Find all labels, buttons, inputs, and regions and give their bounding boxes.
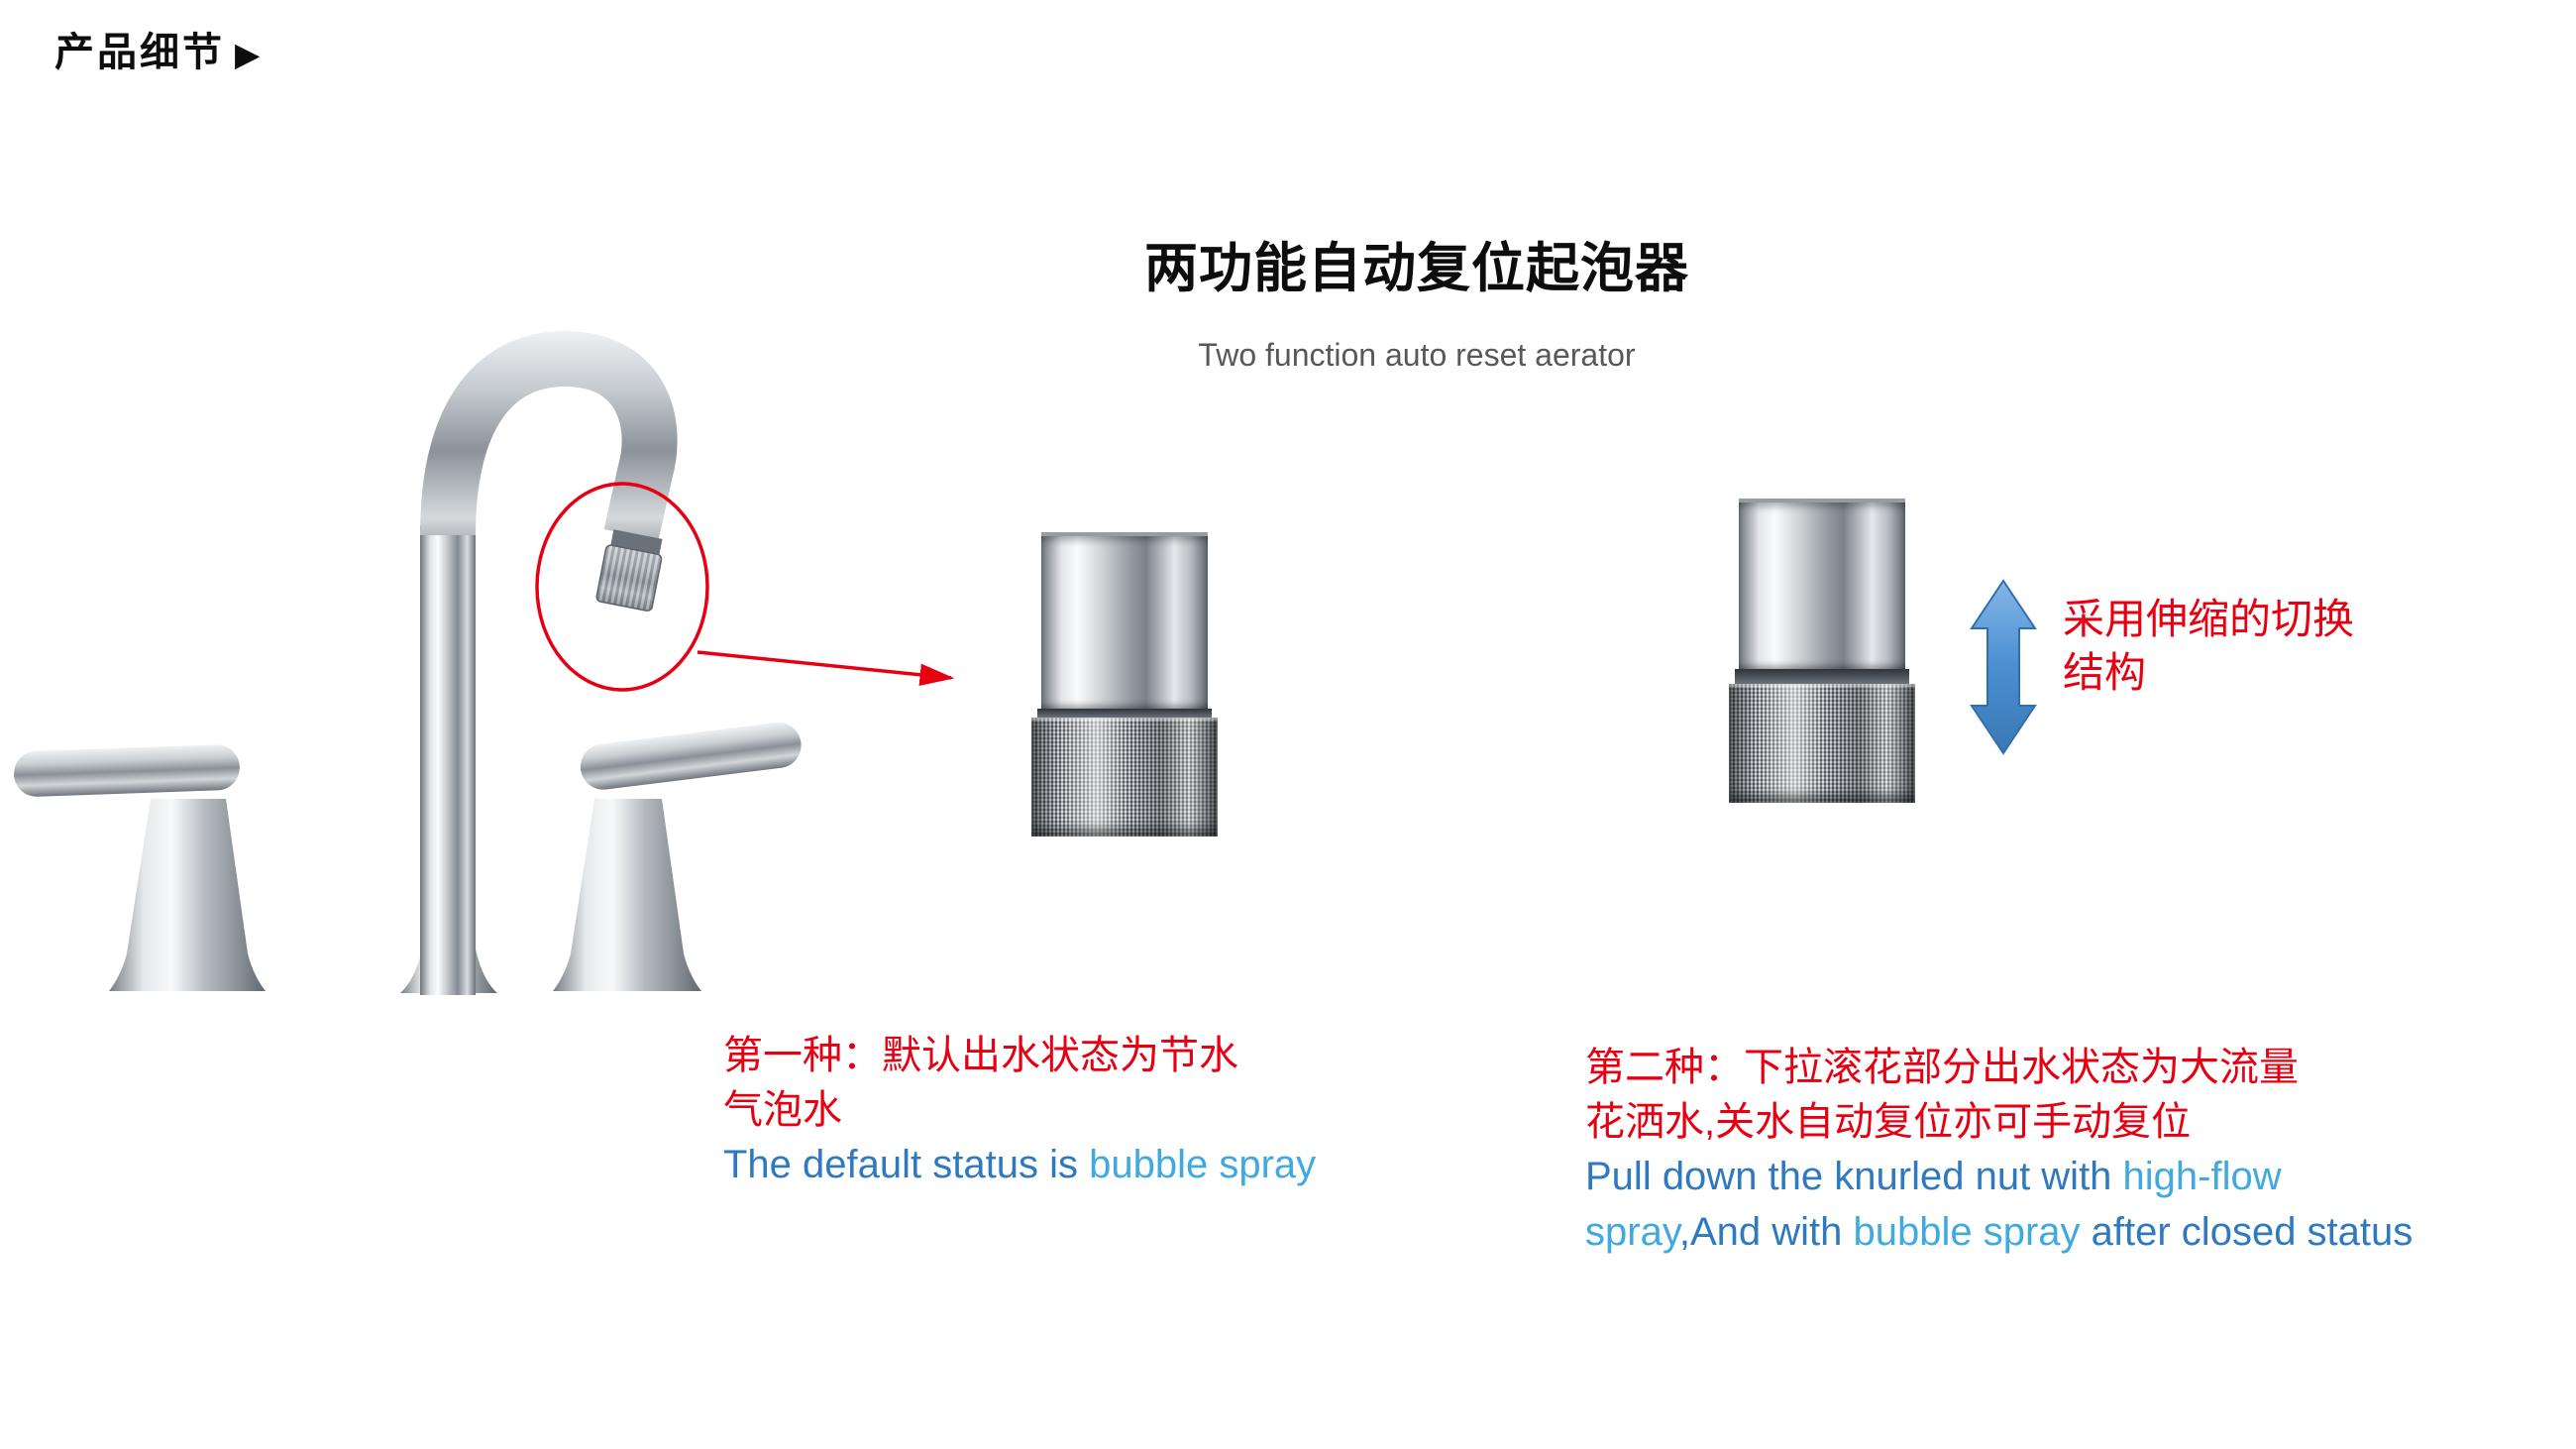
aerator-body [1739, 499, 1905, 669]
aerator-neck [1037, 709, 1212, 718]
aerator-knurled-nut [1729, 684, 1915, 803]
mode1-en-text: The default status is bubble spray [723, 1138, 1357, 1192]
spout-aerator-tip [595, 529, 663, 612]
red-arrow-annotation [697, 650, 955, 686]
aerator-knurled-nut [1031, 718, 1218, 836]
product-title-zh: 两功能自动复位起泡器 [1144, 239, 1689, 298]
red-circle-annotation [535, 482, 709, 692]
mode2-en-text: Pull down the knurled nut with high-flow… [1585, 1150, 2457, 1259]
section-header: 产品细节 ▶ [54, 20, 260, 77]
section-header-label: 产品细节 [54, 31, 225, 74]
mode2-en-seg1: Pull down the knurled nut with [1585, 1155, 2123, 1199]
telescopic-note-line2: 结构 [2063, 648, 2147, 696]
mode1-zh-line2: 气泡水 [723, 1088, 842, 1133]
mode2-en-seg5: after closed status [2091, 1209, 2414, 1254]
aerator-closeup-telescopic [1728, 494, 1916, 806]
triangle-right-icon: ▶ [235, 36, 261, 72]
mode1-zh-line1: 第一种：默认出水状态为节水 [723, 1034, 1238, 1077]
right-handle-base [553, 799, 701, 991]
product-title-en: Two function auto reset aerator [1198, 337, 1636, 373]
mode2-en-seg2: high-flow spray [1585, 1155, 2282, 1254]
telescopic-note-line1: 采用伸缩的切换 [2063, 596, 2355, 642]
mode2-en-seg3: ,And with [1678, 1209, 1854, 1254]
aerator-body [1041, 532, 1208, 709]
mode2-zh-line2: 花洒水,关水自动复位亦可手动复位 [1585, 1100, 2192, 1145]
aerator-neck [1735, 669, 1909, 684]
mode2-description: 第二种：下拉滚花部分出水状态为大流量 花洒水,关水自动复位亦可手动复位 Pull… [1585, 1041, 2457, 1260]
up-down-arrow-icon [1970, 579, 2037, 755]
mode1-en-seg1: The default status is [723, 1143, 1090, 1187]
aerator-closeup-default [1030, 527, 1219, 839]
mode1-en-seg2: bubble spray [1089, 1143, 1317, 1187]
mode1-description: 第一种：默认出水状态为节水 气泡水 The default status is … [723, 1029, 1357, 1193]
left-handle-lever [13, 744, 240, 797]
spout-neck [420, 330, 678, 542]
right-handle-lever [580, 722, 802, 790]
mode2-zh-line1: 第二种：下拉滚花部分出水状态为大流量 [1585, 1046, 2299, 1089]
mode2-en-seg4: bubble spray [1853, 1209, 2092, 1254]
faucet-image [13, 330, 802, 995]
left-handle-base [109, 799, 266, 991]
telescopic-note: 采用伸缩的切换 结构 [2063, 593, 2354, 700]
